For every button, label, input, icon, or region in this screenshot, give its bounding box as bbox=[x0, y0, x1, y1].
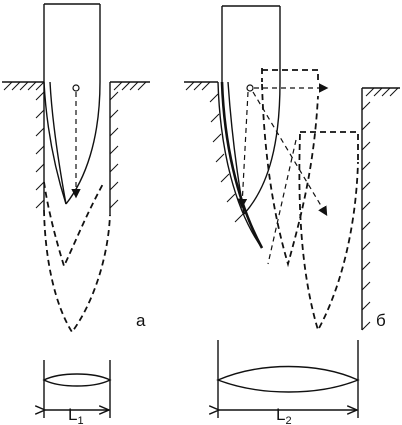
trajectory-1-a bbox=[43, 181, 105, 269]
label-a: а bbox=[136, 311, 146, 330]
blade-b bbox=[220, 5, 281, 249]
dimension-l1-label: L1 bbox=[68, 405, 84, 425]
ground-right-b bbox=[361, 87, 400, 331]
panel-b bbox=[184, 5, 400, 333]
dimension-l1: L1 bbox=[44, 360, 112, 425]
panel-a bbox=[2, 3, 150, 334]
trajectory-2-b bbox=[300, 131, 359, 160]
trajectory-1b-b bbox=[261, 83, 319, 268]
motion-arrow-diagonal-b bbox=[252, 91, 328, 217]
dimension-l2-label: L2 bbox=[276, 405, 292, 425]
pivot-point-b bbox=[246, 84, 254, 92]
dimension-l2: L2 bbox=[218, 340, 360, 425]
trajectory-2-a bbox=[43, 209, 111, 334]
ground-left-b bbox=[184, 81, 263, 249]
trajectory-1-b bbox=[261, 68, 319, 84]
trajectory-2b-b bbox=[298, 133, 359, 333]
ground-right-a bbox=[109, 81, 150, 215]
ground-left-a bbox=[2, 81, 45, 210]
motion-arrow-down-b bbox=[237, 91, 249, 209]
pivot-point-a bbox=[72, 84, 80, 92]
motion-arrow-left-b bbox=[267, 139, 297, 265]
blade-a bbox=[43, 3, 101, 205]
label-b: б bbox=[376, 311, 386, 330]
